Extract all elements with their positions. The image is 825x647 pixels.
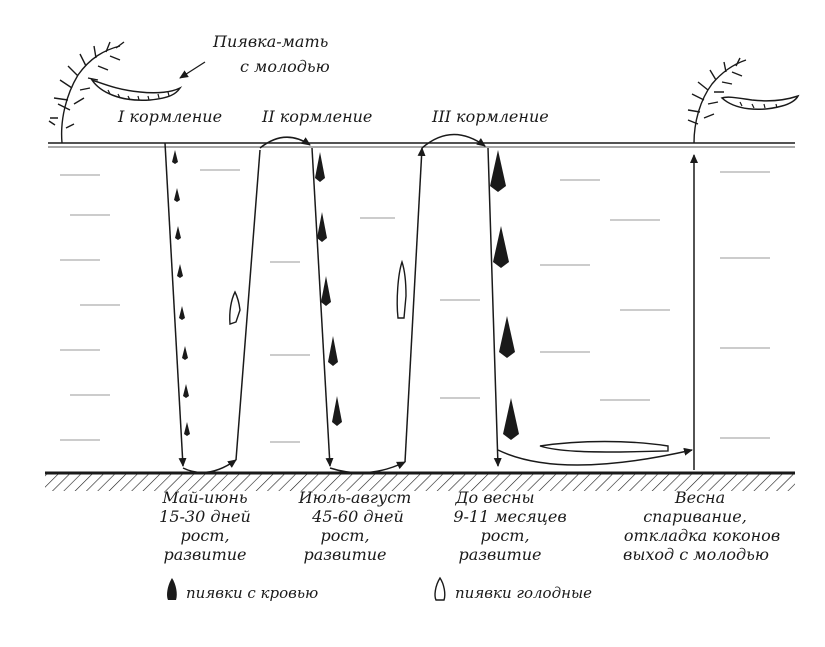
bottom-arc-3: [497, 447, 693, 466]
right-plant-icon: [687, 57, 747, 144]
legend-fed-label: пиявки с кровью: [186, 584, 318, 602]
water-surface: [48, 142, 795, 148]
legend: пиявки с кровью пиявки голодные: [167, 576, 592, 602]
mother-leech-icon: [90, 78, 183, 101]
hungry-leech: [396, 259, 407, 319]
period-label-1: Май-июнь 15-30 дней рост, развитие: [159, 488, 251, 564]
hungry-leech: [539, 440, 669, 453]
fed-leech: [172, 150, 178, 164]
svg-text:Весна: Весна: [674, 488, 725, 507]
fed-leech: [493, 226, 509, 268]
svg-text:спаривание,: спаривание,: [643, 507, 747, 526]
fed-leech: [317, 212, 327, 242]
mother-label: Пиявка-мать с молодью: [212, 32, 330, 76]
ascent-arrow-2: [404, 147, 426, 463]
svg-text:развитие: развитие: [303, 545, 386, 564]
descent-arrow-3: [487, 147, 502, 467]
water-texture: [60, 169, 770, 443]
legend-hungry-icon: [434, 576, 446, 601]
legend-hungry-label: пиявки голодные: [455, 584, 592, 602]
svg-text:рост,: рост,: [480, 526, 529, 545]
svg-text:откладка коконов: откладка коконов: [624, 526, 780, 545]
svg-text:развитие: развитие: [458, 545, 541, 564]
mother-label-line-2: с молодью: [240, 57, 330, 76]
cycle-path-arrows: [164, 133, 698, 474]
feeding-label-1: I кормление: [117, 107, 222, 126]
svg-text:рост,: рост,: [320, 526, 369, 545]
feeding-label-2: II кормление: [261, 107, 372, 126]
fed-leech: [503, 398, 519, 440]
bottom-arc-1: [182, 459, 237, 474]
left-plant-icon: [48, 41, 125, 144]
fed-leeches-column-1: [172, 150, 190, 436]
fed-leech: [315, 152, 325, 182]
mother-leech-right-icon: [720, 94, 800, 111]
feeding-label-3: III кормление: [431, 107, 549, 126]
fed-leech: [332, 396, 342, 426]
svg-text:45-60 дней: 45-60 дней: [311, 507, 404, 526]
svg-text:Июль-август: Июль-август: [298, 488, 412, 507]
fed-leech: [328, 336, 338, 366]
fed-leech: [177, 264, 183, 278]
fed-leech: [184, 422, 190, 436]
bottom-arc-2: [329, 461, 406, 474]
fed-leech: [321, 276, 331, 306]
pond-bottom: [45, 471, 795, 491]
fed-leech: [174, 188, 180, 202]
period-label-3: До весны 9-11 месяцев рост, развитие: [453, 488, 566, 564]
hungry-leeches: [229, 259, 669, 453]
fed-leech: [182, 346, 188, 360]
svg-text:развитие: развитие: [163, 545, 246, 564]
period-label-2: Июль-август 45-60 дней рост, развитие: [298, 488, 412, 564]
hungry-leech: [229, 290, 241, 325]
fed-leech: [490, 150, 506, 192]
fed-leeches-column-2: [315, 152, 342, 426]
fed-leech: [175, 226, 181, 240]
fed-leeches-column-3: [490, 150, 519, 440]
svg-text:рост,: рост,: [180, 526, 229, 545]
svg-text:Май-июнь: Май-июнь: [161, 488, 247, 507]
svg-text:До весны: До весны: [454, 488, 534, 507]
svg-text:9-11 месяцев: 9-11 месяцев: [453, 507, 566, 526]
mother-label-line-1: Пиявка-мать: [212, 32, 328, 51]
ascent-line-1: [235, 149, 261, 461]
descent-arrow-2: [311, 147, 334, 467]
fed-leech: [499, 316, 515, 358]
surface-arc-1: [259, 136, 311, 149]
svg-text:выход с молодью: выход с молодью: [623, 545, 769, 564]
fed-leech: [183, 384, 189, 398]
period-label-4: Весна спаривание, откладка коконов выход…: [623, 488, 780, 564]
svg-text:15-30 дней: 15-30 дней: [159, 507, 251, 526]
mother-pointer-arrow: [179, 61, 206, 79]
legend-fed-icon: [167, 578, 177, 600]
surface-arc-2: [421, 133, 486, 149]
descent-arrow-1: [164, 142, 187, 467]
fed-leech: [179, 306, 185, 320]
